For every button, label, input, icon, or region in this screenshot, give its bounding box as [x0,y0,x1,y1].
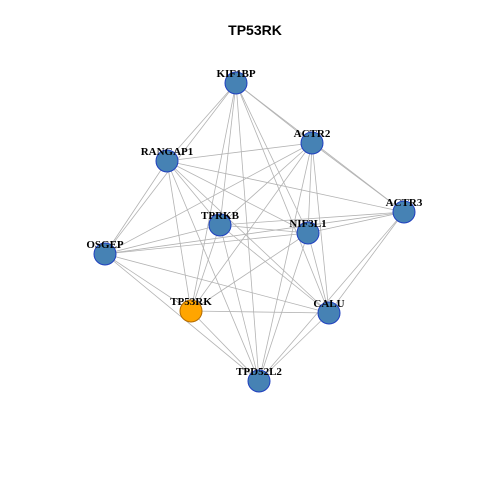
node-nif3l1[interactable] [296,221,320,245]
edge-tp53rk-tpd52l2 [190,310,260,382]
edge-kif1bp-nif3l1 [235,82,309,234]
edge-actr2-calu [311,142,330,314]
node-rangap1[interactable] [155,149,179,173]
nodes-layer [93,71,416,393]
edge-rangap1-actr3 [166,160,405,213]
edge-actr2-tp53rk [190,142,313,312]
node-calu[interactable] [317,301,341,325]
edge-actr3-osgep [104,211,405,255]
edge-actr2-actr3 [311,142,405,213]
node-label-calu: CALU [313,298,344,310]
edge-actr2-nif3l1 [307,142,313,234]
edge-rangap1-tprkb [166,160,221,226]
node-label-tp53rk: TP53RK [170,296,212,308]
edge-calu-tpd52l2 [258,312,330,382]
edge-rangap1-osgep [104,160,168,255]
edge-nif3l1-osgep [104,232,309,255]
edge-actr3-tprkb [219,211,405,226]
edge-kif1bp-tprkb [219,82,237,226]
node-label-actr2: ACTR2 [294,128,331,140]
edge-tp53rk-calu [190,310,330,314]
node-label-actr3: ACTR3 [386,197,423,209]
node-label-rangap1: RANGAP1 [141,146,194,158]
edge-actr2-tprkb [219,142,313,226]
edge-actr2-tpd52l2 [258,142,313,382]
edge-tprkb-tp53rk [190,224,221,312]
edge-kif1bp-calu [235,82,330,314]
node-kif1bp[interactable] [224,71,248,95]
edge-rangap1-nif3l1 [166,160,309,234]
edge-osgep-tp53rk [104,253,192,312]
node-tp53rk[interactable] [179,299,203,323]
diagram-title: TP53RK [228,22,282,38]
node-label-osgep: OSGEP [86,239,124,251]
node-label-tpd52l2: TPD52L2 [236,366,282,378]
node-actr3[interactable] [392,200,416,224]
edge-tprkb-tpd52l2 [219,224,260,382]
edge-osgep-calu [104,253,330,314]
edge-kif1bp-tp53rk [190,82,237,312]
edge-nif3l1-tpd52l2 [258,232,309,382]
edge-rangap1-calu [166,160,330,314]
edge-rangap1-tp53rk [166,160,192,312]
edge-tprkb-nif3l1 [219,224,309,234]
node-label-tprkb: TPRKB [201,210,240,222]
node-tpd52l2[interactable] [247,369,271,393]
edge-kif1bp-rangap1 [166,82,237,162]
edge-actr2-rangap1 [166,142,313,162]
node-osgep[interactable] [93,242,117,266]
edge-tprkb-osgep [104,224,221,255]
edge-tprkb-calu [219,224,330,314]
node-label-kif1bp: KIF1BP [216,68,255,80]
edge-nif3l1-calu [307,232,330,314]
edge-actr3-nif3l1 [307,211,405,234]
edge-actr2-osgep [104,142,313,255]
edge-actr3-tpd52l2 [258,211,405,382]
node-tprkb[interactable] [208,213,232,237]
edge-nif3l1-tp53rk [190,232,309,312]
node-actr2[interactable] [300,131,324,155]
node-label-nif3l1: NIF3L1 [289,218,326,230]
edges-layer [104,82,405,382]
edge-rangap1-tpd52l2 [166,160,260,382]
edge-actr3-calu [328,211,405,314]
